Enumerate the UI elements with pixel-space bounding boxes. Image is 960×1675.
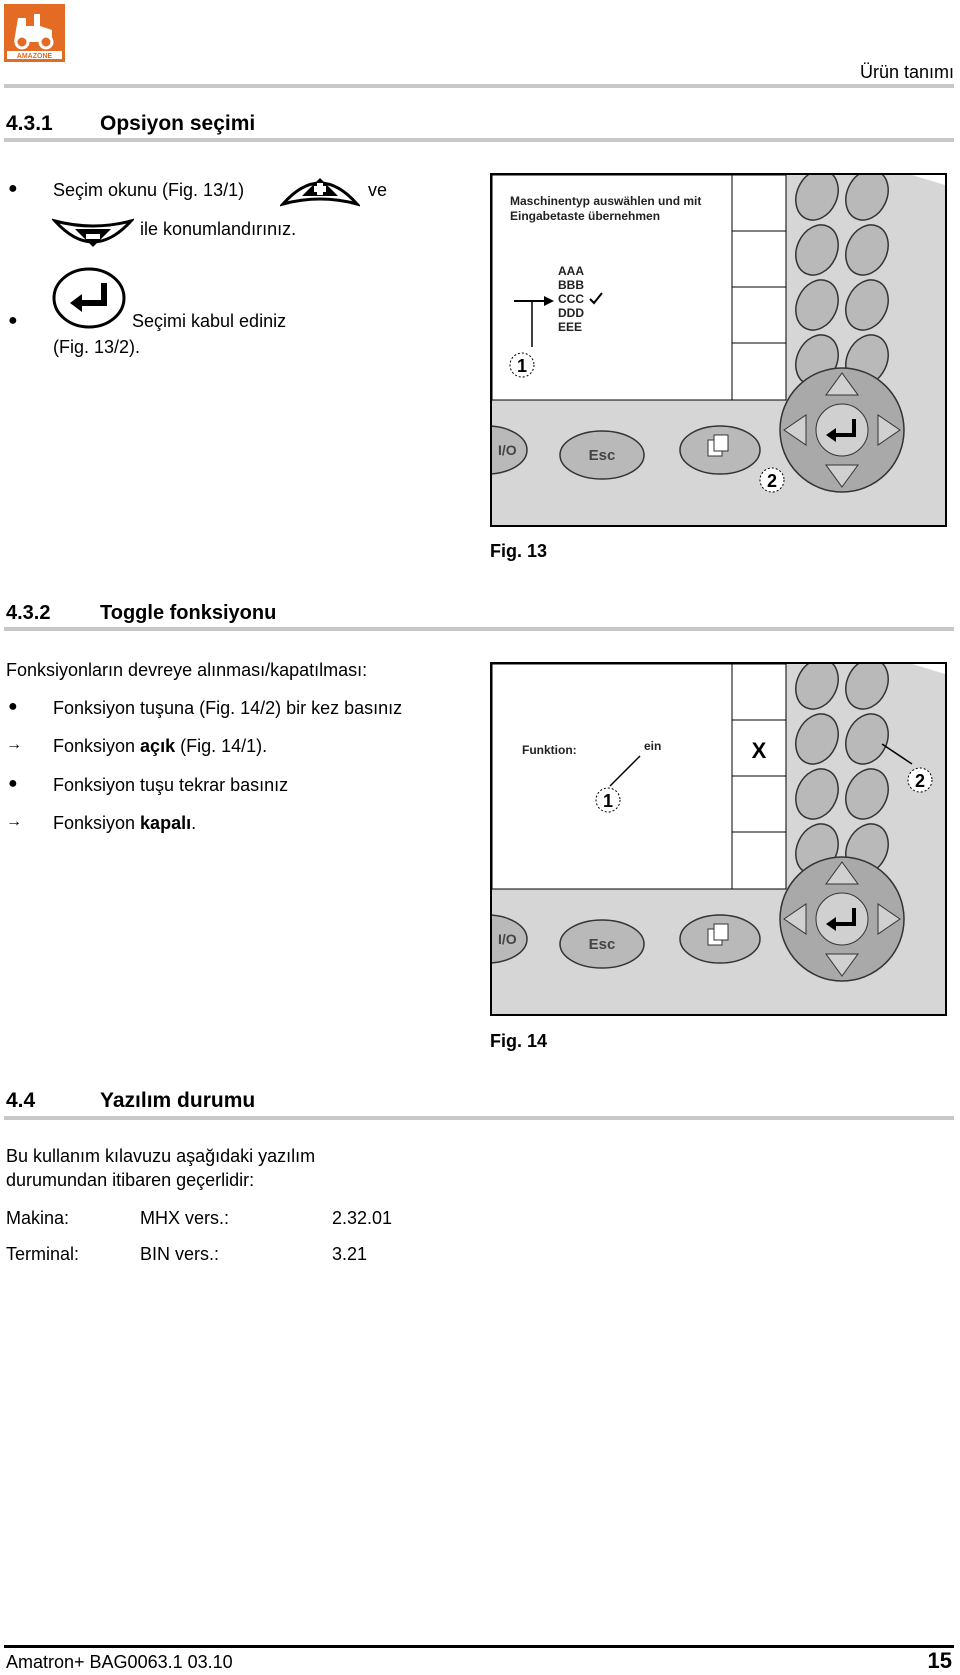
svg-text:ein: ein [644,739,661,753]
section-rule [4,627,954,631]
figure-14-caption: Fig. 14 [490,1031,548,1051]
svg-text:2: 2 [915,771,925,791]
svg-text:DDD: DDD [558,306,584,320]
bullet-icon: ● [8,180,18,197]
instruction-text: (Fig. 13/2). [53,337,141,357]
instruction-text: Fonksiyon tuşu tekrar basınız [53,775,289,795]
svg-text:AAA: AAA [558,264,584,278]
result-text: Fonksiyon açık (Fig. 14/1). [53,736,268,756]
page-number: 15 [927,1648,952,1673]
instruction-text: Seçimi kabul ediniz [132,311,287,331]
result-arrow-icon: → [6,736,22,753]
bullet-icon: ● [8,698,18,715]
bullet-icon: ● [8,775,18,792]
svg-text:1: 1 [603,791,613,811]
version-value: 3.21 [332,1244,368,1264]
svg-text:X: X [752,738,767,763]
header-section-title: Ürün tanımı [859,62,954,82]
svg-text:Esc: Esc [589,936,616,953]
result-arrow-icon: → [6,813,22,830]
arrow-down-key-icon [52,218,134,247]
instruction-text: ve [368,180,388,200]
svg-text:BBB: BBB [558,278,584,292]
instruction-text: Fonksiyon tuşuna (Fig. 14/2) bir kez bas… [53,698,403,718]
svg-text:2: 2 [767,471,777,491]
svg-text:1: 1 [517,356,527,376]
section-number: 4.3.2 [6,602,51,624]
svg-text:Funktion:: Funktion: [522,743,577,757]
figure-13-terminal: Maschinentyp auswählen und mit Eingabeta… [490,173,947,527]
version-label: Terminal: [6,1244,80,1264]
svg-text:Eingabetaste übernehmen: Eingabetaste übernehmen [510,209,660,223]
paragraph-line: durumundan itibaren geçerlidir: [6,1170,255,1190]
intro-text: Fonksiyonların devreye alınması/kapatılm… [6,660,368,680]
section-rule [4,1116,954,1120]
version-label: Makina: [6,1208,70,1228]
section-title: Toggle fonksiyonu [100,602,277,624]
footer-rule [4,1645,954,1648]
bullet-icon: ● [8,312,18,329]
svg-text:Maschinentyp auswählen und mit: Maschinentyp auswählen und mit [510,194,701,208]
section-title: Opsiyon seçimi [100,112,256,135]
section-number: 4.3.1 [6,112,53,135]
section-number: 4.4 [6,1089,36,1112]
header-rule [4,84,954,88]
figure-13-caption: Fig. 13 [490,541,548,561]
svg-text:EEE: EEE [558,320,582,334]
instruction-text: Seçim okunu (Fig. 13/1) [53,180,245,200]
section-title: Yazılım durumu [100,1089,256,1112]
figure-14-terminal: Funktion: ein X 1 2 I/O Esc [490,662,947,1016]
version-name: BIN vers.: [140,1244,220,1264]
paragraph-line: Bu kullanım kılavuzu aşağıdaki yazılım [6,1146,316,1166]
svg-text:Esc: Esc [589,447,616,464]
version-value: 2.32.01 [332,1208,393,1228]
svg-text:AMAZONE: AMAZONE [17,53,53,60]
section-rule [4,138,954,142]
result-text: Fonksiyon kapalı. [53,813,197,833]
instruction-text: ile konumlandırınız. [140,219,297,239]
amazone-logo: AMAZONE [4,4,65,62]
enter-key-icon [52,267,126,329]
svg-text:I/O: I/O [498,442,517,458]
arrow-up-key-icon [280,178,360,207]
svg-text:I/O: I/O [498,931,517,947]
footer-doc-id: Amatron+ BAG0063.1 03.10 [6,1652,233,1672]
svg-text:CCC: CCC [558,292,584,306]
version-name: MHX vers.: [140,1208,230,1228]
